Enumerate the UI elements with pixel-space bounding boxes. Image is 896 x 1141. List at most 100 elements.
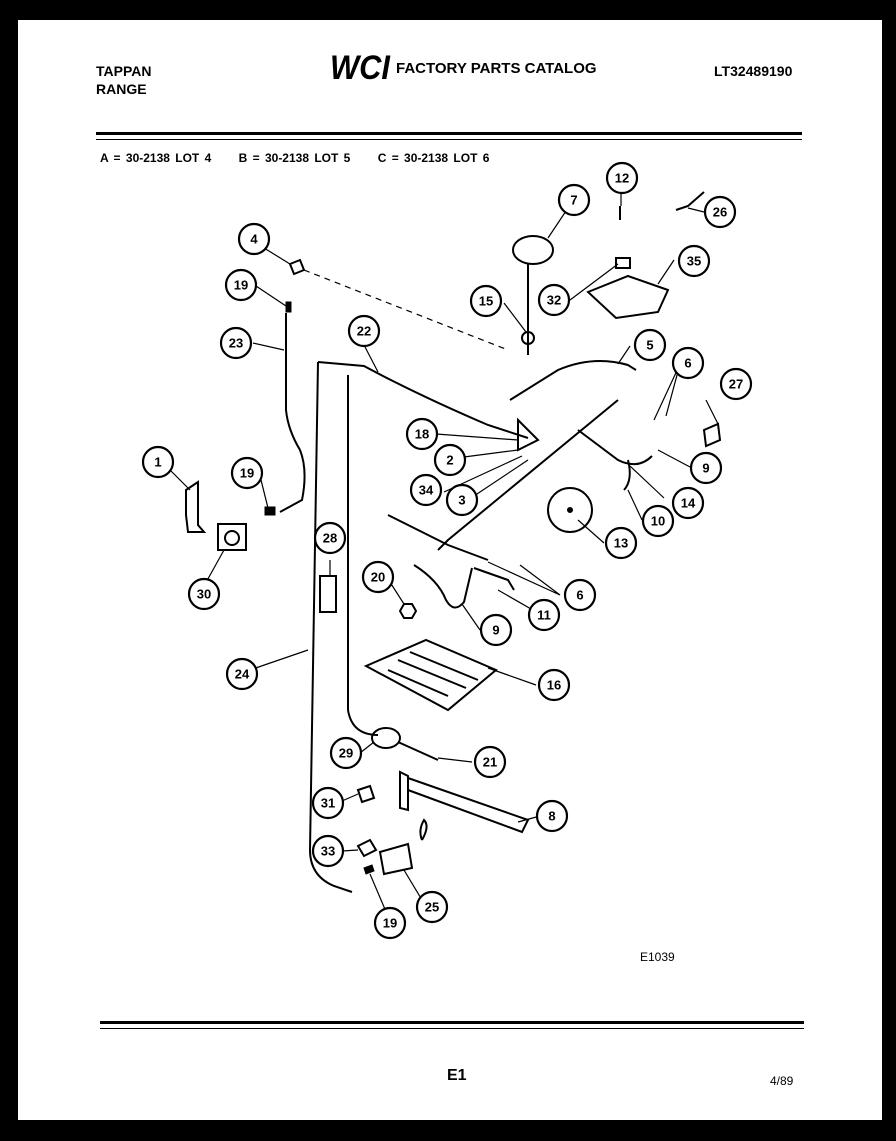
lot-a: A = 30-2138 LOT 4 <box>100 151 212 165</box>
callout-number: 33 <box>321 844 335 859</box>
callout-6-upper: 6 <box>671 346 705 380</box>
callout-9-lower: 9 <box>479 613 513 647</box>
callout-22: 22 <box>347 314 381 348</box>
part-33-clip <box>356 838 378 858</box>
callout-number: 20 <box>371 570 385 585</box>
part-31-clip <box>356 784 376 804</box>
callout-number: 5 <box>646 338 653 353</box>
callout-3: 3 <box>445 483 479 517</box>
part-valve-line <box>387 514 489 561</box>
leader-lines <box>163 192 719 922</box>
part-20-nut <box>398 603 418 619</box>
callout-number: 26 <box>713 205 727 220</box>
lot-c: C = 30-2138 LOT 6 <box>377 151 490 165</box>
callout-number: 9 <box>702 461 709 476</box>
part-28-clip <box>319 575 337 613</box>
callout-7: 7 <box>557 183 591 217</box>
callout-2: 2 <box>433 443 467 477</box>
callout-number: 27 <box>729 377 743 392</box>
callout-number: 13 <box>614 536 628 551</box>
callout-19-mid: 19 <box>230 456 264 490</box>
callout-number: 2 <box>446 453 453 468</box>
callout-number: 21 <box>483 755 497 770</box>
callout-number: 8 <box>548 809 555 824</box>
dashed-guide <box>303 269 509 351</box>
logo-text: WCI <box>330 49 391 87</box>
part-19-fitting-upper <box>285 301 292 313</box>
callout-number: 30 <box>197 587 211 602</box>
part-30-switch <box>217 523 247 551</box>
brand-block: TAPPAN RANGE <box>96 62 151 98</box>
callout-31: 31 <box>311 786 345 820</box>
callout-number: 15 <box>479 294 493 309</box>
callout-5: 5 <box>633 328 667 362</box>
callout-6-lower: 6 <box>563 578 597 612</box>
callout-19-lower: 19 <box>373 906 407 940</box>
callout-4: 4 <box>237 222 271 256</box>
part-5-tube <box>509 360 637 401</box>
callout-number: 32 <box>547 293 561 308</box>
callout-20: 20 <box>361 560 395 594</box>
callout-24: 24 <box>225 657 259 691</box>
part-27-bracket <box>702 422 722 448</box>
part-23-tube <box>279 313 306 513</box>
callout-number: 28 <box>323 531 337 546</box>
footer-rule-thick <box>100 1021 804 1024</box>
part-19-fitting-mid <box>264 506 276 516</box>
part-1-bracket <box>185 480 207 533</box>
part-11-line <box>473 567 515 591</box>
figure-code: E1039 <box>640 950 675 964</box>
callout-number: 10 <box>651 514 665 529</box>
callout-number: 16 <box>547 678 561 693</box>
callout-number: 19 <box>234 278 248 293</box>
callout-number: 19 <box>383 916 397 931</box>
part-32-bracket <box>615 257 631 269</box>
callout-number: 29 <box>339 746 353 761</box>
callout-12: 12 <box>605 161 639 195</box>
callout-14: 14 <box>671 486 705 520</box>
catalog-title: FACTORY PARTS CATALOG <box>396 60 597 77</box>
callout-1: 1 <box>141 445 175 479</box>
callout-27: 27 <box>719 367 753 401</box>
callout-16: 16 <box>537 668 571 702</box>
part-24-tube <box>308 361 353 893</box>
part-29-coil <box>371 727 401 749</box>
part-8-bar <box>399 770 530 834</box>
callout-number: 1 <box>154 455 161 470</box>
exploded-parts-diagram: 1 2 3 4 5 6 6 7 8 9 9 10 11 12 13 14 15 … <box>141 161 753 940</box>
header-rule-thick <box>96 132 802 135</box>
part-16-pan <box>363 638 498 712</box>
part-18-valve <box>517 417 540 452</box>
callout-number: 23 <box>229 336 243 351</box>
callout-number: 24 <box>235 667 250 682</box>
callout-28: 28 <box>313 521 347 555</box>
callout-number: 4 <box>250 232 258 247</box>
parts-catalog-page: TAPPAN RANGE WCI FACTORY PARTS CATALOG L… <box>18 20 882 1120</box>
part-19-fitting-lower <box>363 864 375 875</box>
part-25-valve <box>378 842 414 876</box>
footer-rule-thin <box>100 1028 804 1029</box>
callout-number: 6 <box>684 356 691 371</box>
callout-number: 31 <box>321 796 335 811</box>
part-35-guard <box>586 274 670 320</box>
callout-number: 3 <box>458 493 465 508</box>
revision-date: 4/89 <box>770 1074 794 1088</box>
callout-number: 19 <box>240 466 254 481</box>
callout-number: 18 <box>415 427 429 442</box>
callout-29: 29 <box>329 736 363 770</box>
part-21-fitting <box>397 741 439 761</box>
part-10-clip <box>623 459 631 491</box>
callout-number: 12 <box>615 171 629 186</box>
callout-32: 32 <box>537 283 571 317</box>
callout-number: 14 <box>681 496 696 511</box>
callout-9-upper: 9 <box>689 451 723 485</box>
callout-33: 33 <box>311 834 345 868</box>
part-26-pin <box>675 191 705 211</box>
part-22-loop <box>347 375 379 736</box>
model-number: LT32489190 <box>714 63 793 79</box>
callout-13: 13 <box>604 526 638 560</box>
callout-23: 23 <box>219 326 253 360</box>
page-number: E1 <box>447 1067 467 1084</box>
part-9-line-upper <box>577 429 653 466</box>
callout-19-upper: 19 <box>224 268 258 302</box>
